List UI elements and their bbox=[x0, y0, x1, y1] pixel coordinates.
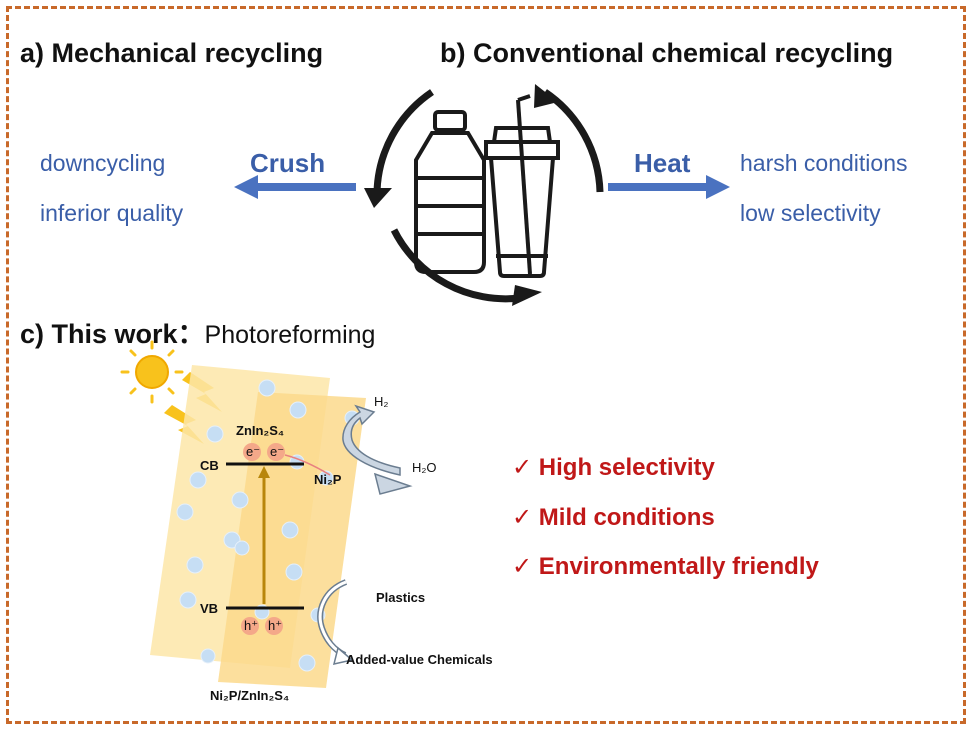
electron-2: e⁻ bbox=[270, 444, 285, 459]
cup-icon bbox=[484, 94, 560, 278]
dashed-border bbox=[6, 6, 966, 724]
benefit-1-text: High selectivity bbox=[538, 454, 715, 481]
products-label: Added-value Chemicals bbox=[346, 652, 493, 667]
benefit-2-text: Mild conditions bbox=[538, 504, 715, 531]
recycle-arrows-icon bbox=[373, 89, 604, 303]
composite-label: Ni₂P/ZnIn₂S₄ bbox=[210, 688, 290, 703]
heat-arrow bbox=[608, 175, 730, 199]
h2-label: H₂ bbox=[374, 394, 389, 409]
heading-chemical: b) Conventional chemical recycling bbox=[440, 38, 894, 68]
check-icon: ✓ bbox=[512, 454, 533, 481]
benefit-1: ✓ High selectivity bbox=[512, 453, 715, 482]
benefit-2: ✓ Mild conditions bbox=[512, 503, 715, 532]
h2o-label: H₂O bbox=[412, 460, 437, 475]
heading-this-work: c) This work：Photoreforming bbox=[20, 312, 375, 351]
recycle-arrowhead-top bbox=[534, 84, 558, 108]
carrier-dots bbox=[241, 443, 285, 635]
check-icon: ✓ bbox=[512, 504, 533, 531]
crush-arrow bbox=[234, 175, 356, 199]
recycle-arrowhead-bottom bbox=[512, 285, 542, 306]
sun-icon bbox=[120, 340, 184, 404]
semiconductor-label: ZnIn₂S₄ bbox=[236, 423, 285, 438]
cb-label: CB bbox=[200, 458, 219, 473]
check-icon: ✓ bbox=[512, 553, 533, 580]
benefit-3: ✓ Environmentally friendly bbox=[512, 552, 819, 581]
hole-1: h⁺ bbox=[244, 618, 259, 633]
left-outcome-1: downcycling bbox=[40, 150, 166, 176]
crush-label: Crush bbox=[250, 148, 326, 178]
bottle-icon bbox=[414, 110, 486, 274]
plastics-label: Plastics bbox=[376, 590, 426, 605]
vb-label: VB bbox=[200, 601, 219, 616]
benefit-3-text: Environmentally friendly bbox=[538, 553, 819, 580]
right-outcome-1: harsh conditions bbox=[740, 150, 908, 176]
h2-evolution-arrow bbox=[342, 404, 401, 476]
electron-1: e⁻ bbox=[246, 444, 261, 459]
heat-label: Heat bbox=[634, 148, 691, 178]
heading-photoreforming: Photoreforming bbox=[204, 321, 376, 349]
electron-transfer-arrow bbox=[284, 454, 331, 476]
right-outcome-2: low selectivity bbox=[740, 200, 881, 226]
recycle-arrowhead-left bbox=[364, 188, 392, 208]
hole-2: h⁺ bbox=[268, 618, 283, 633]
heading-mechanical: a) Mechanical recycling bbox=[20, 38, 324, 68]
heading-this-work-prefix: c) This work： bbox=[20, 319, 205, 349]
left-outcome-2: inferior quality bbox=[40, 200, 184, 226]
cocatalyst-label: Ni₂P bbox=[314, 472, 342, 487]
